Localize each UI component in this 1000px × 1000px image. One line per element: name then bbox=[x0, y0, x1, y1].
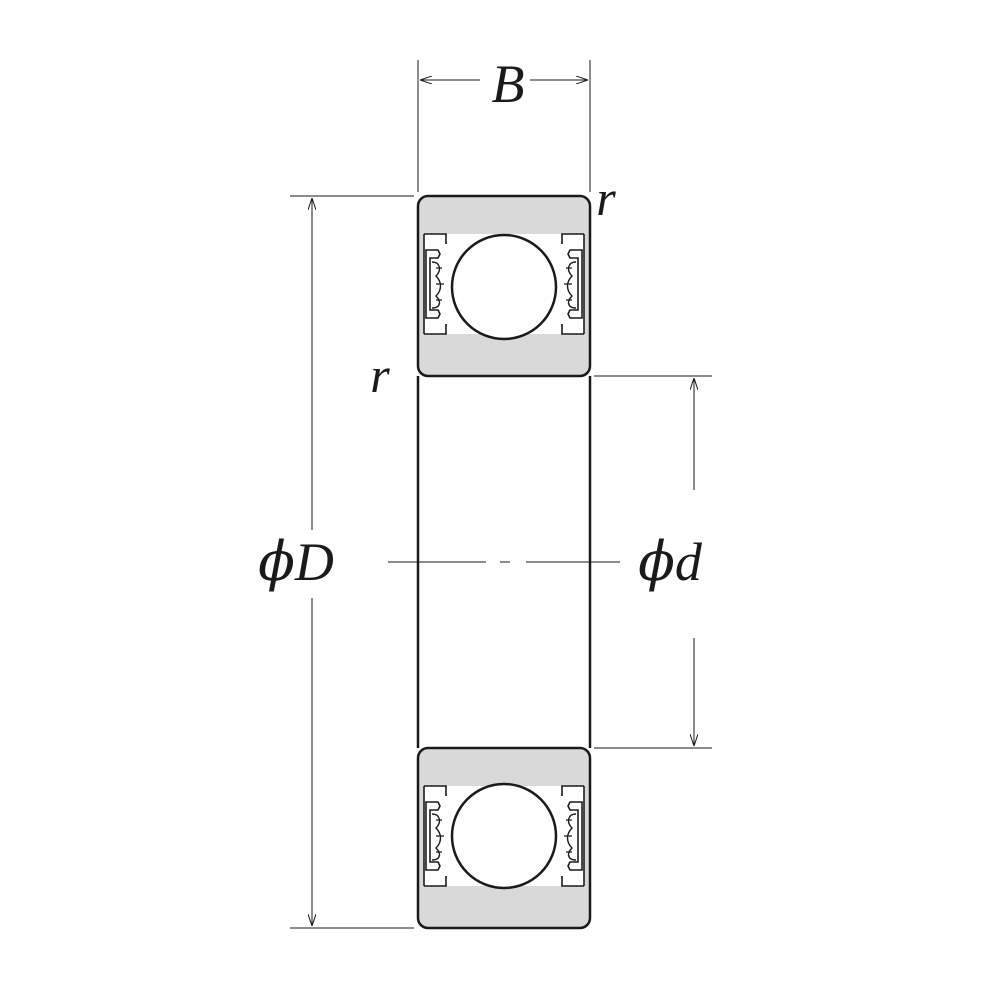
lower-ring-section bbox=[416, 746, 592, 930]
outer-diameter-dimension: ϕD bbox=[258, 195, 414, 929]
radius-label-top: r bbox=[596, 170, 616, 226]
width-label: B bbox=[492, 54, 525, 114]
phi-symbol-bore: ϕ bbox=[638, 530, 675, 593]
upper-ring-section bbox=[416, 194, 592, 378]
upper-ball bbox=[450, 233, 558, 341]
width-dimension: B bbox=[417, 54, 591, 192]
bore-diameter-letter: d bbox=[675, 532, 703, 592]
phi-symbol-outer: ϕ bbox=[258, 530, 295, 593]
bore-diameter-dimension: ϕd bbox=[594, 375, 712, 749]
outer-diameter-label: ϕD bbox=[258, 530, 334, 593]
bore-diameter-label: ϕd bbox=[638, 530, 703, 593]
radius-label-left: r bbox=[370, 347, 390, 403]
lower-ball bbox=[450, 782, 558, 890]
outer-diameter-letter: D bbox=[294, 532, 334, 592]
